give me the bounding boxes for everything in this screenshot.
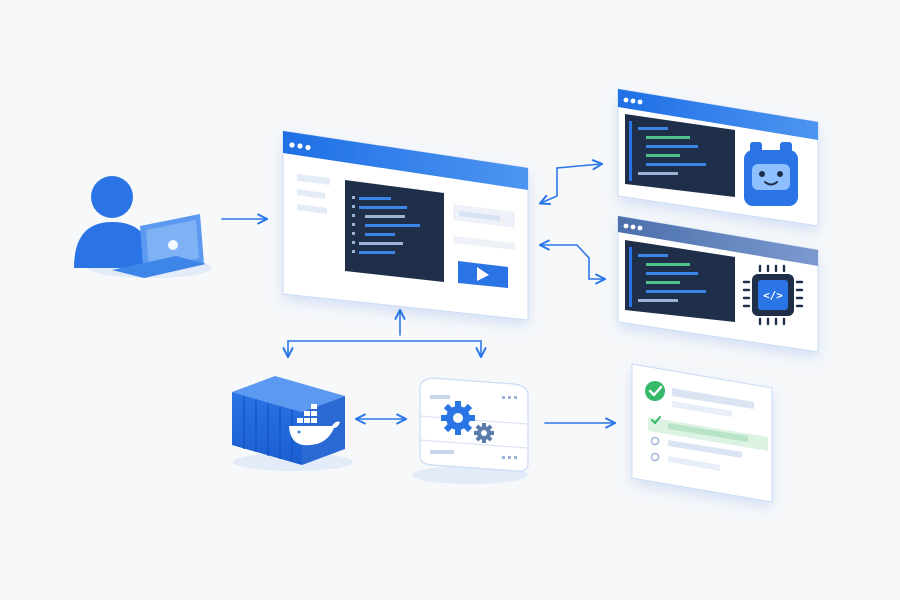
play-icon xyxy=(477,267,489,281)
small-gear-icon xyxy=(474,423,494,443)
checklist-icon xyxy=(645,381,768,471)
chip-code-symbol: </> xyxy=(763,289,783,302)
edge-main-to-chip xyxy=(538,239,607,285)
main-window-code-pane xyxy=(345,180,444,282)
chip-window-code-pane xyxy=(625,240,735,322)
robot-face-icon xyxy=(744,142,798,206)
main-window-side-panel xyxy=(453,204,515,288)
docker-whale-icon xyxy=(289,404,340,446)
connectors xyxy=(221,159,617,429)
edge-main-to-bot xyxy=(538,159,604,205)
main-window-sidebar xyxy=(297,174,330,214)
code-chip-icon: </> xyxy=(742,264,804,326)
large-gear-icon xyxy=(441,401,475,435)
small-check-icon xyxy=(651,416,661,424)
gears-server-icon xyxy=(412,377,529,484)
empty-circle-icon xyxy=(650,436,660,446)
docker-container-icon xyxy=(232,376,353,471)
empty-circle-icon xyxy=(650,452,660,462)
bot-window-code-pane xyxy=(625,114,735,197)
user-with-laptop-icon xyxy=(74,176,212,278)
check-circle-icon xyxy=(645,381,665,401)
